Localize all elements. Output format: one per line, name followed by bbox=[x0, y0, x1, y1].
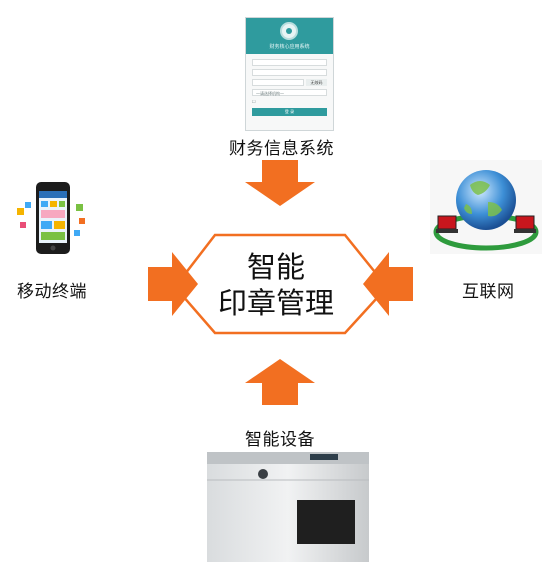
captcha-field bbox=[252, 79, 304, 86]
system-logo-icon bbox=[280, 22, 298, 40]
username-field bbox=[252, 59, 327, 66]
password-field bbox=[252, 69, 327, 76]
arrow-down-icon bbox=[245, 160, 315, 206]
top-node-label: 财务信息系统 bbox=[229, 139, 334, 159]
mobile-phone-icon bbox=[17, 182, 85, 254]
internet-globe-icon bbox=[430, 160, 542, 254]
arrow-left-icon bbox=[363, 252, 413, 316]
center-title-line1: 智能 bbox=[246, 250, 305, 284]
right-node-label: 互联网 bbox=[462, 282, 515, 302]
login-button: 登 录 bbox=[252, 108, 327, 116]
login-header: 财务核心应用系统 bbox=[246, 18, 333, 54]
org-select-placeholder: 一请选择机构一 bbox=[256, 91, 284, 96]
center-title-line2: 印章管理 bbox=[217, 286, 334, 320]
captcha-image: 无效码 bbox=[306, 79, 327, 86]
org-select: 一请选择机构一 bbox=[252, 89, 327, 96]
arrow-up-icon bbox=[245, 359, 315, 405]
bottom-node-label: 智能设备 bbox=[245, 430, 315, 450]
login-system-title: 财务核心应用系统 bbox=[269, 44, 310, 50]
arrow-right-icon bbox=[148, 252, 198, 316]
finance-system-screenshot: 财务核心应用系统 无效码 一请选择机构一 ☐ 登 录 bbox=[245, 17, 334, 131]
remember-checkbox: ☐ bbox=[252, 99, 256, 104]
smart-seal-device-icon bbox=[207, 452, 369, 562]
left-node-label: 移动终端 bbox=[17, 282, 87, 302]
